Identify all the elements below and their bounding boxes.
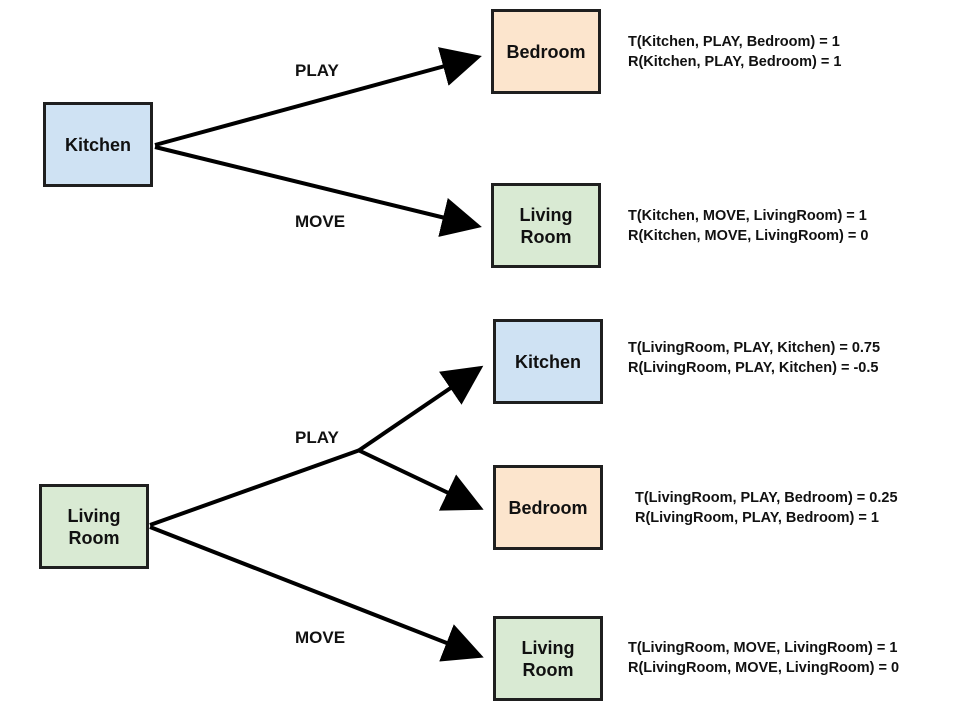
edge-kitchen-play-bedroom bbox=[154, 47, 482, 147]
node-kitchen-root: Kitchen bbox=[43, 102, 153, 187]
node-bedroom: Bedroom bbox=[491, 9, 601, 94]
reward-text: R(LivingRoom, PLAY, Bedroom) = 1 bbox=[635, 510, 879, 526]
formula-livingroom-play-kitchen: T(LivingRoom, PLAY, Kitchen) = 0.75 R(Li… bbox=[628, 338, 880, 378]
formula-kitchen-move-livingroom: T(Kitchen, MOVE, LivingRoom) = 1 R(Kitch… bbox=[628, 206, 868, 246]
formula-kitchen-play-bedroom: T(Kitchen, PLAY, Bedroom) = 1 R(Kitchen,… bbox=[628, 32, 841, 72]
reward-text: R(Kitchen, PLAY, Bedroom) = 1 bbox=[628, 54, 842, 70]
transition-text: T(Kitchen, PLAY, Bedroom) = 1 bbox=[628, 34, 840, 50]
reward-text: R(Kitchen, MOVE, LivingRoom) = 0 bbox=[628, 228, 869, 244]
edge-livingroom-play-kitchen bbox=[356, 365, 484, 453]
node-living-room: Living Room bbox=[493, 616, 603, 701]
action-label-play: PLAY bbox=[295, 61, 339, 80]
action-label-move: MOVE bbox=[295, 212, 346, 231]
formula-livingroom-play-bedroom: T(LivingRoom, PLAY, Bedroom) = 0.25 R(Li… bbox=[635, 488, 898, 528]
transition-text: T(LivingRoom, PLAY, Bedroom) = 0.25 bbox=[635, 490, 898, 506]
node-kitchen: Kitchen bbox=[493, 319, 603, 404]
edge-livingroom-move-livingroom bbox=[149, 525, 484, 662]
edge-livingroom-play-trunk bbox=[149, 448, 361, 527]
transition-text: T(LivingRoom, PLAY, Kitchen) = 0.75 bbox=[628, 340, 881, 356]
reward-text: R(LivingRoom, MOVE, LivingRoom) = 0 bbox=[628, 660, 900, 676]
reward-text: R(LivingRoom, PLAY, Kitchen) = -0.5 bbox=[628, 360, 879, 376]
node-living-room: Living Room bbox=[491, 183, 601, 268]
node-living-room-root: Living Room bbox=[39, 484, 149, 569]
action-label-move: MOVE bbox=[295, 628, 346, 647]
node-bedroom: Bedroom bbox=[493, 465, 603, 550]
transition-text: T(Kitchen, MOVE, LivingRoom) = 1 bbox=[628, 208, 867, 224]
transition-text: T(LivingRoom, MOVE, LivingRoom) = 1 bbox=[628, 640, 898, 656]
formula-livingroom-move-livingroom: T(LivingRoom, MOVE, LivingRoom) = 1 R(Li… bbox=[628, 638, 899, 678]
edge-livingroom-play-bedroom bbox=[357, 448, 484, 511]
edge-kitchen-move-livingroom bbox=[154, 145, 482, 237]
action-label-play: PLAY bbox=[295, 428, 339, 447]
